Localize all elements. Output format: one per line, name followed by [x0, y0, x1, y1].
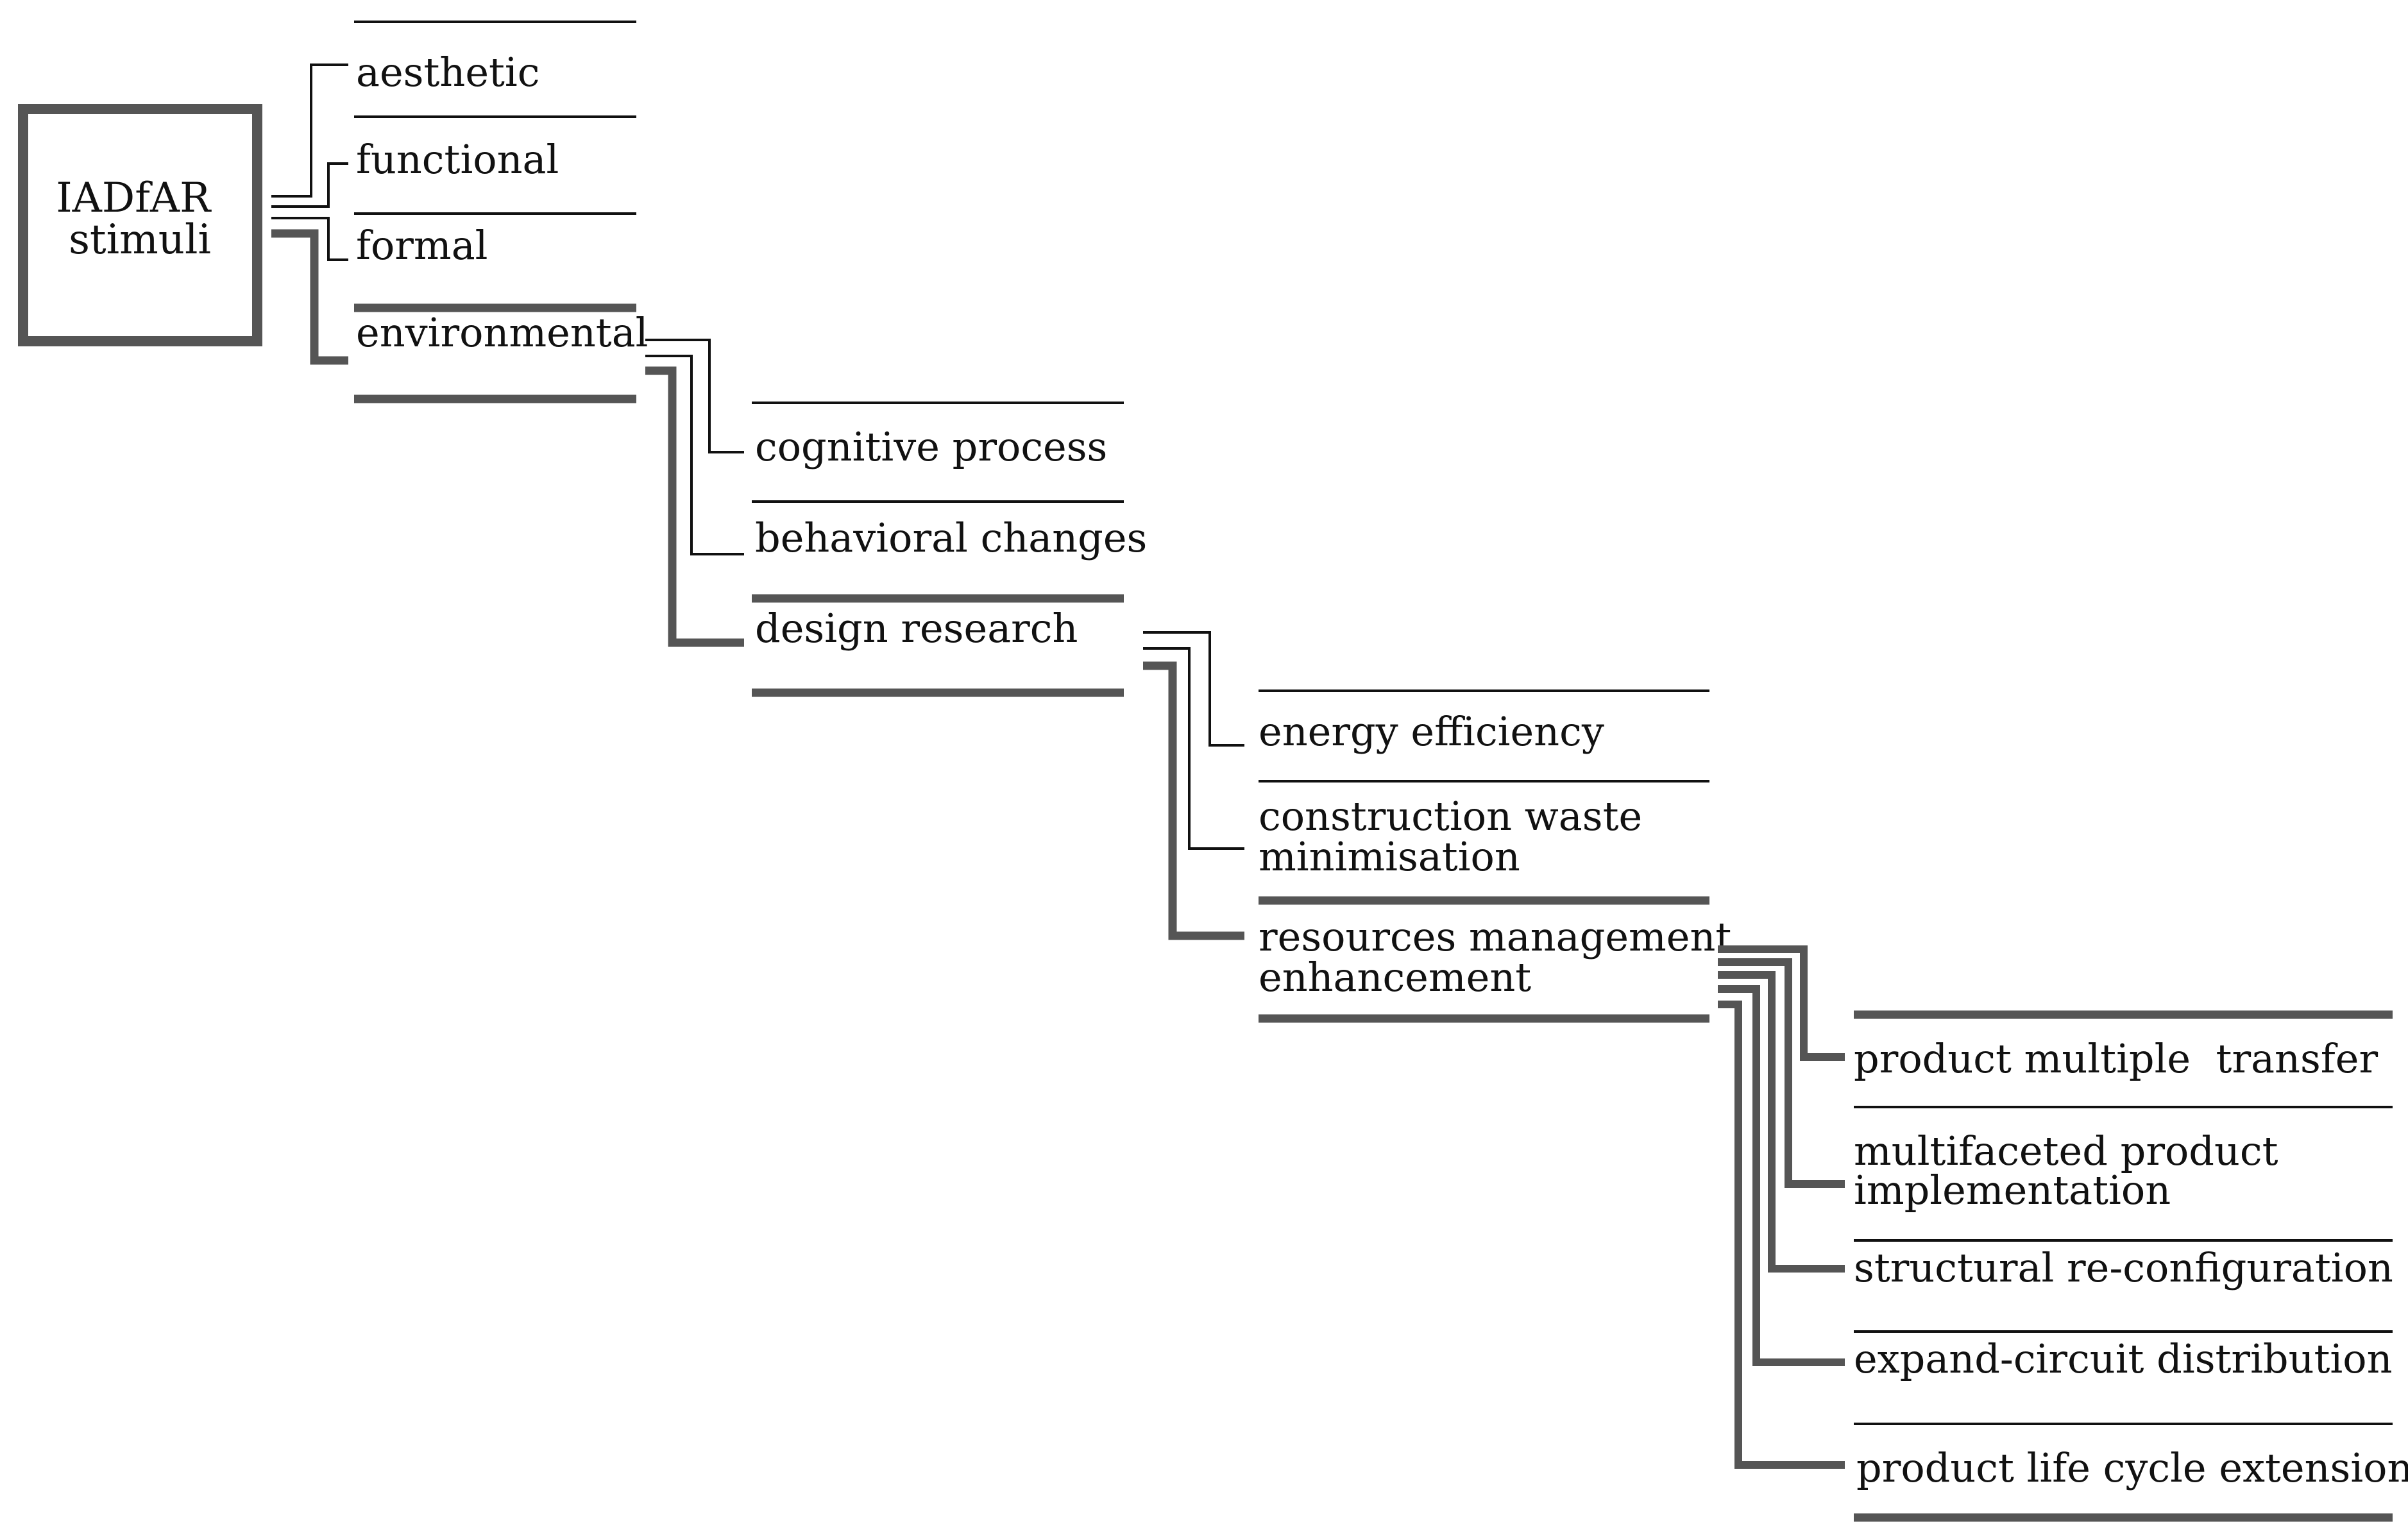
connector-root-environmental: [271, 229, 348, 365]
root-label: IADfAR stimuli: [56, 174, 223, 264]
label-cognitive-process: cognitive process: [755, 423, 1107, 470]
label-design-research: design research: [755, 605, 1078, 652]
connector-root-aesthetic: [271, 63, 348, 198]
label-structural-reconfiguration: structural re-configuration: [1854, 1244, 2393, 1291]
connector-environmental-behavioral: [645, 355, 744, 555]
connector-resources-product-transfer: [1718, 945, 1845, 1061]
connector-root-formal: [271, 217, 348, 261]
label-multifaceted-product: multifaceted product implementation: [1854, 1128, 2291, 1214]
connector-resources-multifaceted: [1718, 958, 1845, 1188]
connector-resources-life-cycle: [1718, 1001, 1845, 1469]
root-box: [18, 104, 262, 346]
connector-design-research-construction: [1143, 647, 1244, 850]
connector-design-research-resources: [1143, 661, 1244, 940]
connector-resources-expand-circuit: [1718, 985, 1845, 1366]
label-construction-waste: construction waste minimisation: [1259, 793, 1655, 880]
connector-environmental-design-research: [645, 366, 744, 647]
label-expand-circuit-distribution: expand-circuit distribution: [1854, 1335, 2393, 1382]
connector-environmental-cognitive: [645, 339, 744, 453]
connector-design-research-energy: [1143, 631, 1244, 747]
label-product-multiple-transfer: product multiple transfer: [1854, 1035, 2408, 1082]
label-aesthetic: aesthetic: [356, 49, 539, 96]
label-product-life-cycle-extension: product life cycle extension: [1856, 1444, 2408, 1491]
label-functional: functional: [356, 136, 559, 183]
label-resources-management: resources management enhancement: [1259, 913, 1744, 1001]
root-label-line-2: stimuli: [69, 216, 211, 264]
connector-resources-structural: [1718, 971, 1845, 1273]
label-energy-efficiency: energy efficiency: [1259, 708, 1604, 755]
root-label-line-1: IADfAR: [56, 174, 212, 222]
label-formal: formal: [356, 222, 488, 269]
connector-root-functional: [271, 162, 348, 208]
label-behavioral-changes: behavioral changes: [755, 514, 1147, 561]
label-environmental: environmental: [356, 309, 649, 356]
